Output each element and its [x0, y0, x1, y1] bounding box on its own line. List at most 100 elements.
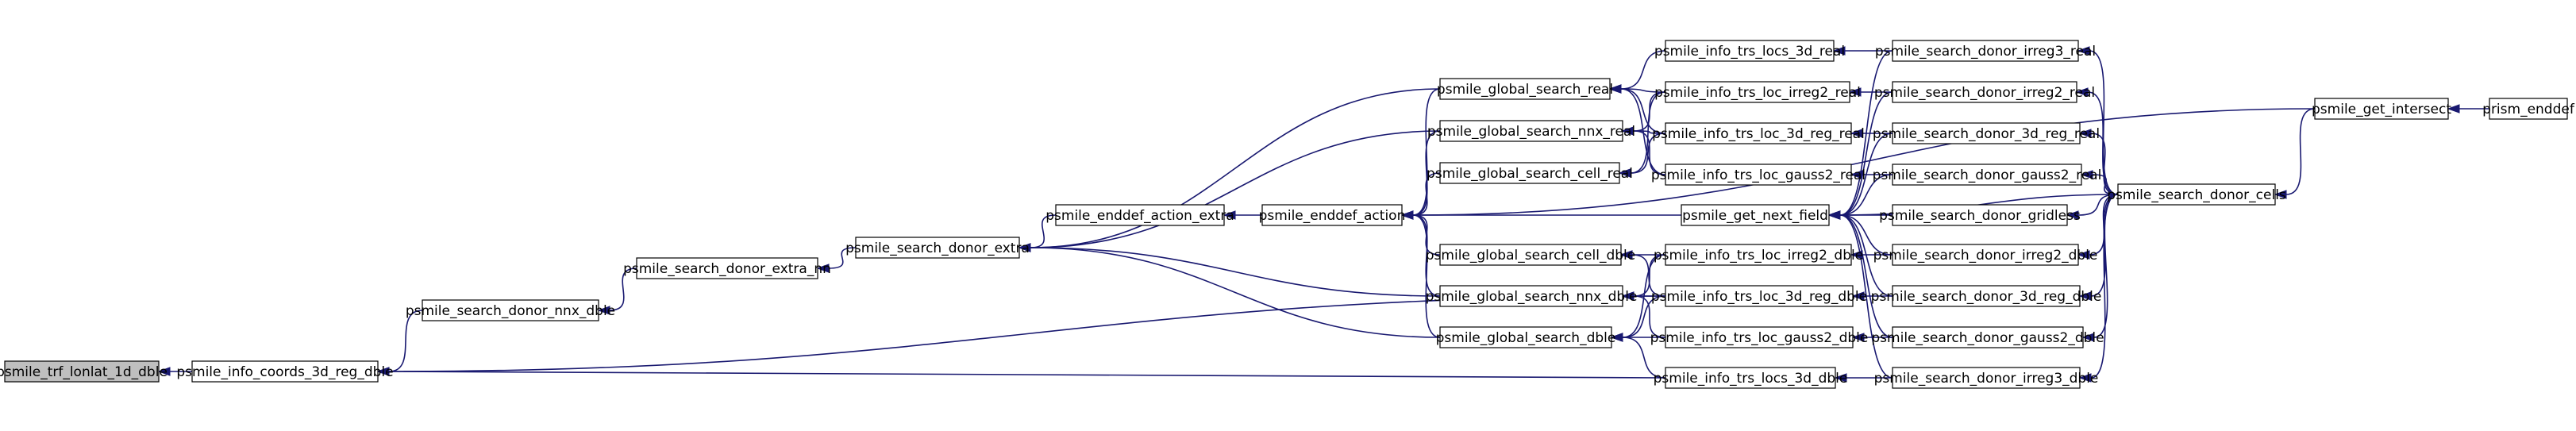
- node-gs-nnx-dble[interactable]: psmile_global_search_nnx_dble: [1426, 285, 1638, 307]
- edge-nnx-dble-sd-to-coords: [388, 310, 423, 372]
- node-box: [1665, 244, 1852, 266]
- node-sd-3dreg-dble[interactable]: psmile_search_donor_3d_reg_dble: [1871, 285, 2102, 307]
- arrowhead: [2447, 104, 2460, 114]
- node-sd-gridless[interactable]: psmile_search_donor_gridless: [1879, 204, 2081, 226]
- node-box: [1439, 285, 1623, 307]
- arrowhead: [2066, 210, 2079, 220]
- node-box: [1439, 326, 1612, 348]
- node-box: [1439, 244, 1622, 266]
- node-label: psmile_search_donor_extra_nn: [623, 261, 831, 277]
- node-next-field[interactable]: psmile_get_next_field: [1681, 204, 1830, 226]
- node-label: psmile_get_next_field: [1682, 208, 1828, 224]
- arrowhead: [157, 367, 171, 376]
- edge-gs-real-to-extra: [1030, 88, 1441, 248]
- edge-gs-dble-to-extra: [1030, 247, 1441, 338]
- node-gauss2-real-i[interactable]: psmile_info_trs_loc_gauss2_real: [1651, 164, 1866, 186]
- arrowhead: [2274, 190, 2287, 199]
- arrowhead: [1018, 243, 1031, 252]
- node-label: psmile_search_donor_gauss2_real: [1873, 167, 2102, 183]
- node-label: psmile_info_trs_loc_3d_reg_dble: [1651, 289, 1867, 305]
- edge-locs3d-dble-to-coords: [388, 371, 1666, 379]
- arrowhead: [2077, 46, 2090, 56]
- node-box: [636, 257, 818, 279]
- edge-enddef-extra-to-extra: [1030, 214, 1057, 248]
- arrowhead: [1618, 168, 1631, 178]
- edge-sd-cells-to-sd-gauss2-real: [2092, 174, 2119, 195]
- node-sd-3dreg-real[interactable]: psmile_search_donor_3d_reg_real: [1873, 122, 2100, 144]
- node-locs3d-real[interactable]: psmile_info_trs_locs_3d_real: [1654, 40, 1845, 62]
- node-sd-gauss2-real[interactable]: psmile_search_donor_gauss2_real: [1873, 164, 2102, 186]
- arrowhead: [2080, 170, 2093, 179]
- node-label: psmile_info_trs_loc_irreg2_real: [1654, 85, 1861, 101]
- node-box: [1665, 40, 1835, 62]
- node-label: psmile_search_donor_gauss2_dble: [1871, 330, 2104, 346]
- edge-locs3d-real-to-gs-real: [1620, 50, 1666, 90]
- node-3dreg-dble-i[interactable]: psmile_info_trs_loc_3d_reg_dble: [1651, 285, 1867, 307]
- node-sd-irreg3-dble[interactable]: psmile_search_donor_irreg3_dble: [1874, 367, 2099, 389]
- node-sd-cells[interactable]: psmile_search_donor_cells: [2107, 183, 2286, 206]
- arrowhead: [1848, 87, 1862, 97]
- arrowhead: [1619, 250, 1633, 260]
- node-sd-irreg2-dble[interactable]: psmile_search_donor_irreg2_dble: [1873, 244, 2098, 266]
- arrowhead: [816, 264, 830, 273]
- edge-gauss2-real-i-to-gs-real: [1620, 88, 1666, 175]
- node-label: psmile_search_donor_3d_reg_real: [1873, 126, 2100, 142]
- node-prism-enddef[interactable]: prism_enddef: [2482, 98, 2575, 120]
- node-label: psmile_search_donor_gridless: [1879, 208, 2081, 224]
- node-gs-cell-real[interactable]: psmile_global_search_cell_real: [1427, 162, 1633, 184]
- node-box: [1665, 164, 1852, 186]
- arrowhead: [376, 367, 390, 376]
- node-box: [1665, 81, 1850, 103]
- node-extra[interactable]: psmile_search_donor_extra: [845, 237, 1030, 259]
- node-extra-nn[interactable]: psmile_search_donor_extra_nn: [623, 257, 831, 279]
- node-irreg2-dble-i[interactable]: psmile_info_trs_loc_irreg2_dble: [1654, 244, 1863, 266]
- node-gs-nnx-real[interactable]: psmile_global_search_nnx_real: [1427, 120, 1635, 142]
- node-sd-gauss2-dble[interactable]: psmile_search_donor_gauss2_dble: [1871, 326, 2104, 348]
- node-sd-irreg2-real[interactable]: psmile_search_donor_irreg2_real: [1874, 81, 2095, 103]
- node-enddef-action[interactable]: psmile_enddef_action: [1259, 204, 1406, 226]
- edge-extra-nn-to-nnx-dble-sd: [609, 267, 637, 311]
- node-box: [1892, 244, 2079, 266]
- node-enddef-extra[interactable]: psmile_enddef_action_extra: [1045, 204, 1234, 226]
- node-get-intersect[interactable]: psmile_get_intersect: [2312, 98, 2451, 120]
- arrowhead: [2078, 373, 2092, 383]
- node-coords[interactable]: psmile_info_coords_3d_reg_dble: [176, 360, 394, 383]
- node-label: psmile_search_donor_irreg2_real: [1874, 85, 2095, 101]
- node-box: [2489, 98, 2568, 120]
- node-gs-cell-dble[interactable]: psmile_global_search_cell_dble: [1426, 244, 1635, 266]
- edge-irreg2-real-i-to-gs-real: [1620, 88, 1666, 93]
- node-box: [1892, 122, 2081, 144]
- node-locs3d-dble[interactable]: psmile_info_trs_locs_3d_dble: [1654, 367, 1848, 389]
- node-trf[interactable]: psmile_trf_lonlat_1d_dble: [0, 360, 167, 383]
- edge-3dreg-dble-i-to-gs-cell-dble: [1631, 254, 1666, 297]
- node-label: psmile_search_donor_irreg2_dble: [1873, 248, 2098, 264]
- node-label: psmile_search_donor_irreg3_real: [1875, 44, 2096, 60]
- node-nnx-dble-sd[interactable]: psmile_search_donor_nnx_dble: [406, 299, 615, 321]
- node-layer: psmile_trf_lonlat_1d_dble psmile_info_coo…: [0, 40, 2575, 389]
- node-irreg2-real-i[interactable]: psmile_info_trs_loc_irreg2_real: [1654, 81, 1861, 103]
- arrowhead: [2078, 129, 2092, 138]
- node-label: psmile_global_search_real: [1437, 82, 1613, 98]
- node-label: psmile_search_donor_irreg3_dble: [1874, 371, 2099, 387]
- node-box: [2117, 183, 2276, 206]
- node-gs-dble[interactable]: psmile_global_search_dble: [1436, 326, 1616, 348]
- node-gs-real[interactable]: psmile_global_search_real: [1437, 78, 1613, 100]
- edge-irreg2-real-i-to-gs-cell-real: [1630, 91, 1666, 174]
- node-label: psmile_info_trs_loc_irreg2_dble: [1654, 248, 1863, 264]
- node-box: [1665, 367, 1836, 389]
- arrowhead: [1608, 84, 1622, 94]
- node-label: psmile_info_trs_loc_gauss2_dble: [1650, 330, 1869, 346]
- node-box: [1665, 285, 1854, 307]
- arrowhead: [2081, 333, 2095, 342]
- arrowhead: [1850, 129, 1863, 138]
- node-3dreg-real-i[interactable]: psmile_info_trs_loc_3d_reg_real: [1652, 122, 1865, 144]
- edge-gs-nnx-dble-to-extra: [1030, 247, 1441, 297]
- arrowhead: [1223, 210, 1236, 220]
- node-label: psmile_info_trs_locs_3d_dble: [1654, 371, 1848, 387]
- node-label: psmile_global_search_dble: [1436, 330, 1616, 346]
- node-box: [1892, 204, 2068, 226]
- node-label: psmile_enddef_action: [1259, 208, 1406, 224]
- node-sd-irreg3-real[interactable]: psmile_search_donor_irreg3_real: [1875, 40, 2096, 62]
- node-gauss2-dble-i[interactable]: psmile_info_trs_loc_gauss2_dble: [1650, 326, 1869, 348]
